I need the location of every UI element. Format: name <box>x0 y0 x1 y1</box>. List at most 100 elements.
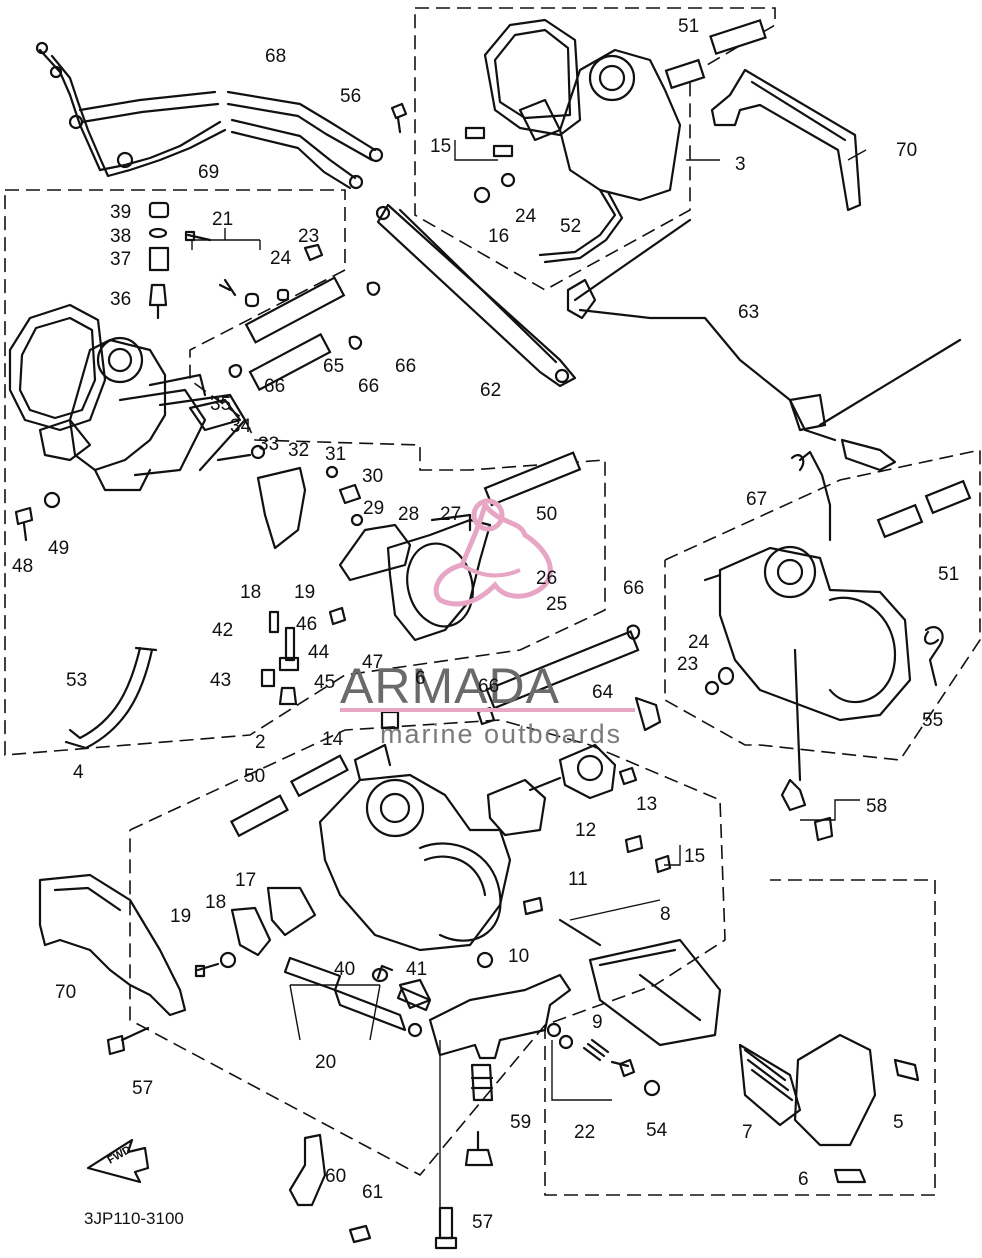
callout-7: 7 <box>742 1122 753 1143</box>
callout-69: 69 <box>198 162 219 183</box>
callout-59: 59 <box>510 1112 531 1133</box>
callout-66-c: 66 <box>264 376 285 397</box>
callout-44: 44 <box>308 642 330 663</box>
callout-24-lower: 24 <box>688 632 710 653</box>
callout-9: 9 <box>592 1012 603 1033</box>
parts-48-49 <box>14 491 61 542</box>
screws-21-23-24 <box>184 230 324 308</box>
group-outlines <box>4 7 981 1196</box>
part-51-top <box>664 19 767 90</box>
callout-50-lower: 50 <box>244 766 265 787</box>
callout-66-d: 66 <box>623 578 644 599</box>
callout-26: 26 <box>536 568 557 589</box>
callout-48: 48 <box>12 556 33 577</box>
callout-39: 39 <box>110 202 131 223</box>
parts-11-15 <box>486 696 672 916</box>
callout-16: 16 <box>488 226 509 247</box>
callout-57-bottom: 57 <box>472 1212 493 1233</box>
callout-24-upper: 24 <box>270 248 292 269</box>
callout-29: 29 <box>363 498 384 519</box>
callout-20: 20 <box>315 1052 336 1073</box>
callout-23-upper: 23 <box>298 226 319 247</box>
callout-66-a: 66 <box>395 356 416 377</box>
watermark-swirl-icon <box>433 499 553 607</box>
leader-lines <box>191 140 867 1101</box>
watermark-tagline: marine outboards <box>380 719 622 749</box>
callout-62: 62 <box>480 380 501 401</box>
callout-25: 25 <box>546 594 567 615</box>
callout-34: 34 <box>230 416 252 437</box>
callout-51-upper: 51 <box>678 16 699 37</box>
callout-54: 54 <box>646 1120 668 1141</box>
callout-53: 53 <box>66 670 87 691</box>
callout-61: 61 <box>362 1182 383 1203</box>
callout-28: 28 <box>398 504 419 525</box>
hose-53 <box>64 646 158 750</box>
callout-70-upper: 70 <box>896 140 917 161</box>
fwd-label: FWD <box>106 1144 134 1167</box>
callout-8: 8 <box>660 904 671 925</box>
callout-19-lower: 19 <box>170 906 191 927</box>
diagram-code: 3JP110-3100 <box>84 1209 184 1228</box>
callout-5: 5 <box>893 1112 904 1133</box>
carburetor-right <box>703 450 972 842</box>
callout-13: 13 <box>636 794 657 815</box>
callout-35: 35 <box>210 394 231 415</box>
watermark-brand: ARMADA <box>340 658 560 714</box>
callout-49: 49 <box>48 538 69 559</box>
callout-6-upper: 6 <box>415 668 426 689</box>
parts-60-61 <box>288 1133 372 1244</box>
callout-46: 46 <box>296 614 317 635</box>
callout-41: 41 <box>406 959 427 980</box>
callout-21: 21 <box>212 209 233 230</box>
callout-51-lower: 51 <box>938 564 959 585</box>
callout-45: 45 <box>314 672 335 693</box>
callout-12: 12 <box>575 820 596 841</box>
callout-55: 55 <box>922 710 943 731</box>
callout-11: 11 <box>568 869 588 890</box>
fuel-hoses <box>35 41 384 190</box>
callout-64: 64 <box>592 682 614 703</box>
callout-57-left: 57 <box>132 1078 153 1099</box>
callout-10: 10 <box>508 946 529 967</box>
linkage-62 <box>375 203 577 388</box>
callout-37: 37 <box>110 249 131 270</box>
callout-68: 68 <box>265 46 286 67</box>
fwd-arrow-icon <box>86 1138 150 1184</box>
callout-38: 38 <box>110 226 131 247</box>
callout-24-mid: 24 <box>515 206 537 227</box>
callout-2: 2 <box>255 732 266 753</box>
callout-4: 4 <box>73 762 84 783</box>
cable-63 <box>566 218 962 472</box>
callout-42: 42 <box>212 620 233 641</box>
callout-65: 65 <box>323 356 344 377</box>
tubes-65-66 <box>228 276 381 392</box>
bracket-70-bottom <box>38 873 187 1017</box>
callout-14: 14 <box>322 729 344 750</box>
callout-labels: 2 3 4 5 6 6 7 8 9 10 11 12 13 14 15 15 1… <box>12 16 959 1233</box>
callout-56: 56 <box>340 86 361 107</box>
callout-43: 43 <box>210 670 231 691</box>
callout-17: 17 <box>235 870 256 891</box>
watermark-logo: ARMADA marine outboards <box>340 498 635 749</box>
screw-56 <box>390 102 408 134</box>
callout-67: 67 <box>746 489 767 510</box>
callout-52: 52 <box>560 216 581 237</box>
parts-22-54 <box>546 1022 661 1097</box>
callout-22: 22 <box>574 1122 595 1143</box>
bolt-57-bottom <box>434 1040 458 1250</box>
parts-5-6 <box>833 1058 920 1184</box>
callout-27: 27 <box>440 504 461 525</box>
parts-42-46 <box>260 606 347 706</box>
parts-17-20 <box>194 886 432 1038</box>
callout-31: 31 <box>325 444 346 465</box>
callout-18-upper: 18 <box>240 582 261 603</box>
bracket-70-top <box>710 68 862 212</box>
parts-7-10 <box>476 918 877 1147</box>
callout-15-upper: 15 <box>430 136 451 157</box>
callout-36: 36 <box>110 289 131 310</box>
callout-33: 33 <box>258 434 279 455</box>
callout-30: 30 <box>362 466 383 487</box>
callout-60: 60 <box>325 1166 346 1187</box>
bolt-57-left <box>106 1026 150 1056</box>
